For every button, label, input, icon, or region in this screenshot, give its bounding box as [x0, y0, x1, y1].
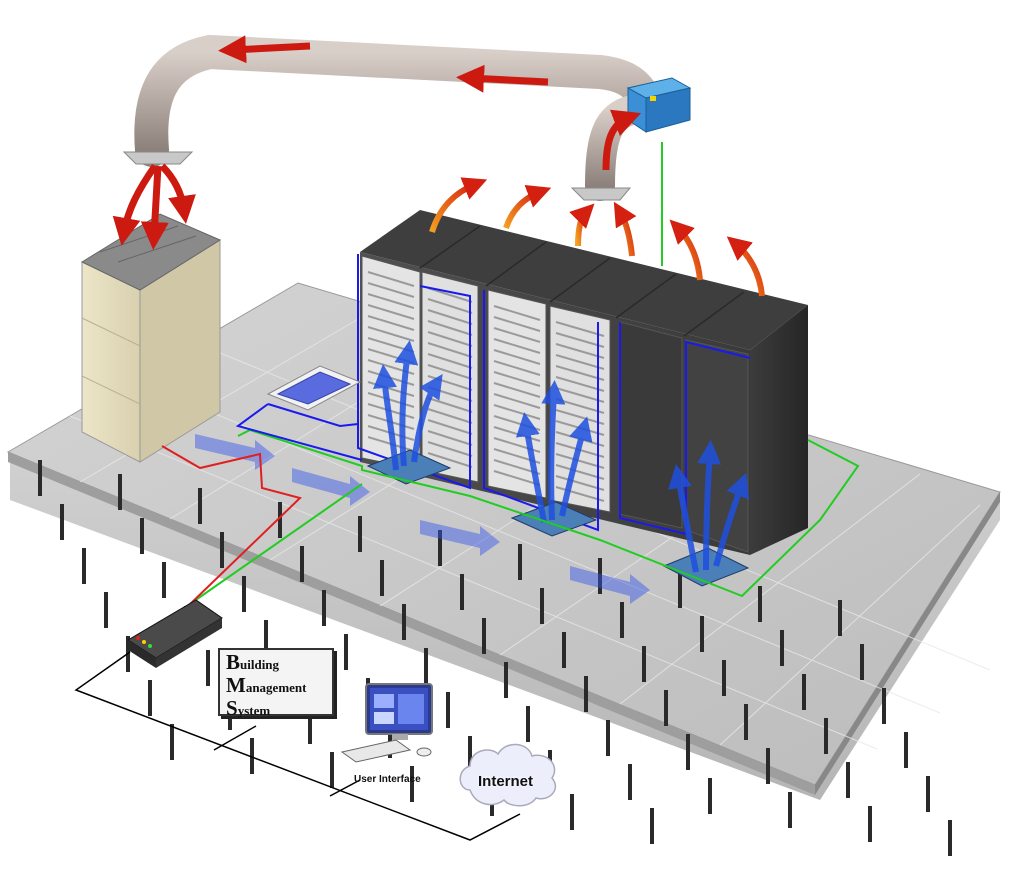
rack-vent-slot [493, 470, 541, 486]
rack-vent-slot [427, 452, 473, 468]
rack-vent-slot [427, 430, 473, 446]
rack-vent-slot [367, 392, 415, 408]
rack-vent-slot [367, 271, 415, 287]
bms-label-box: Building Management System [218, 648, 334, 719]
user-interface-label: User Interface [354, 774, 421, 785]
floor-pedestals [38, 460, 952, 856]
rack-sensor-blue-lines [235, 403, 363, 461]
network-lines [74, 651, 521, 841]
underfloor-air-arrows [195, 434, 650, 604]
rack-vent-slot [427, 287, 473, 303]
rack-vent-slot [555, 486, 605, 502]
rack-vent-slot [493, 338, 541, 354]
rack-vent-slot [555, 464, 605, 480]
rack-vent-slot [555, 453, 605, 469]
rack-vent-slot [555, 321, 605, 337]
rack-vent-slot [493, 393, 541, 409]
rack-vent-slot [555, 354, 605, 370]
rack-vent-slot [427, 342, 473, 358]
rack-vent-slot [493, 349, 541, 365]
rack-vent-slot [367, 304, 415, 320]
rack-vent-slot [427, 441, 473, 457]
return-air-duct [122, 34, 692, 201]
rack-vent-slot [427, 309, 473, 325]
sensor-lines [189, 142, 860, 605]
rack-vent-slot [367, 315, 415, 331]
rack-vent-slot [493, 316, 541, 332]
bms-initial-b: B [226, 650, 241, 674]
raised-floor [6, 282, 1001, 800]
bms-word-building: uilding [240, 657, 280, 672]
rack-vent-slot [555, 332, 605, 348]
rack-vent-slot [427, 331, 473, 347]
bms-initial-s: S [226, 696, 238, 720]
rack-vent-slot [427, 320, 473, 336]
rack-vent-slot [367, 326, 415, 342]
rack-vent-slot [427, 364, 473, 380]
user-interface-computer [340, 683, 433, 763]
controller-device [127, 599, 223, 668]
hot-air-return-arrows [112, 35, 642, 250]
rack-vent-slot [555, 343, 605, 359]
rack-vent-slot [493, 305, 541, 321]
bms-word-system: ystem [237, 703, 271, 718]
rack-vent-slot [427, 408, 473, 424]
rack-vent-slot [555, 365, 605, 381]
rack-vent-slot [367, 293, 415, 309]
rack-vent-slot [427, 419, 473, 435]
sensor-module [266, 365, 362, 411]
crac-unit [80, 213, 222, 463]
internet-cloud [459, 743, 557, 807]
rack-vent-slot [555, 475, 605, 491]
power-line [161, 445, 302, 609]
rack-vent-slot [427, 298, 473, 314]
rack-vent-slot [367, 282, 415, 298]
rack-vent-slot [427, 353, 473, 369]
internet-label: Internet [478, 773, 534, 790]
cold-air-arrows [373, 340, 750, 573]
bms-word-management: anagement [245, 680, 307, 695]
rack-vent-slot [555, 376, 605, 392]
rack-vent-slot [493, 382, 541, 398]
rack-vent-slot [493, 327, 541, 343]
rack-vent-slot [493, 360, 541, 376]
rack-vent-slot [493, 371, 541, 387]
bms-initial-m: M [226, 673, 246, 697]
hot-exhaust-arrows [429, 177, 765, 297]
